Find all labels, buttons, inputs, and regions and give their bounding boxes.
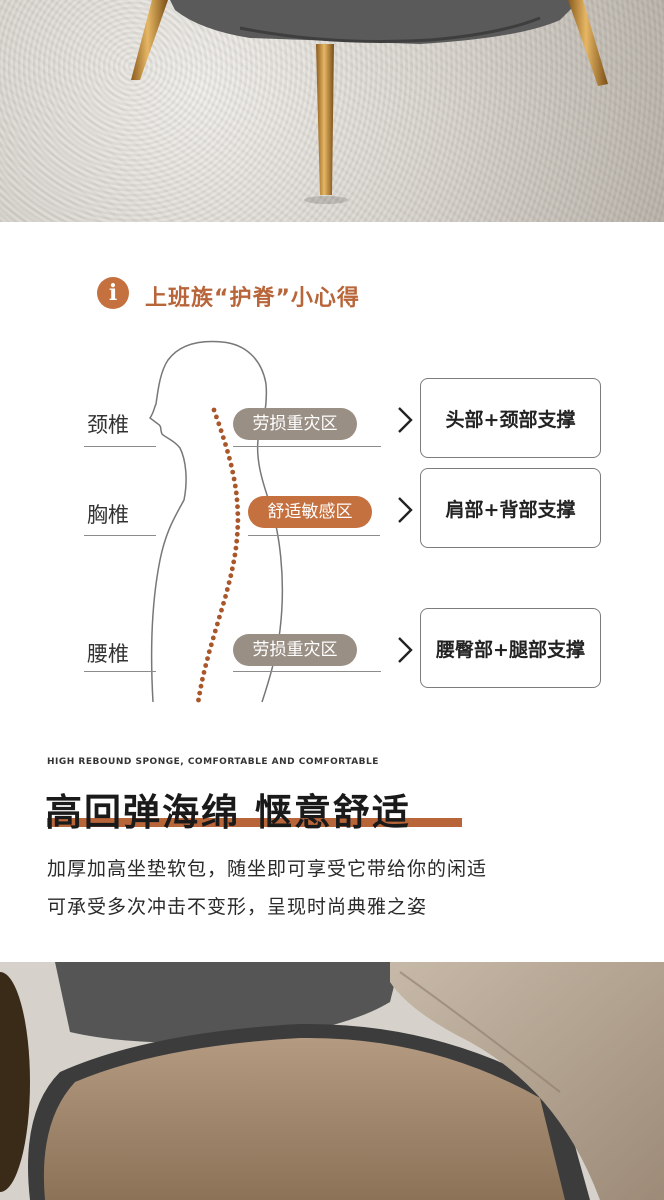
spine-dot (208, 642, 214, 648)
spine-dot (196, 697, 201, 703)
spine-label-lumbar: 腰椎 (87, 642, 129, 666)
chevron-right-icon (398, 637, 413, 663)
spine-dot (220, 435, 226, 440)
spine-dot (215, 621, 220, 627)
spine-dots (196, 407, 241, 703)
spine-label-thoracic: 胸椎 (87, 503, 129, 527)
support-box-shoulder-back: 肩部+背部支撑 (420, 468, 601, 548)
spine-dot (235, 525, 241, 530)
spine-dot (232, 552, 238, 558)
label-underline (84, 446, 156, 447)
spine-dot (203, 663, 209, 668)
chair-seat-illustration (0, 962, 664, 1200)
section-body-line-1: 加厚加高坐垫软包，随坐即可享受它带给你的闲适 (47, 858, 488, 880)
spine-dot (218, 428, 224, 434)
label-underline (84, 535, 156, 536)
spine-dot (223, 594, 228, 599)
bottom-product-photo (0, 962, 664, 1200)
chevron-right-icon (398, 407, 413, 433)
spine-dot (217, 614, 222, 620)
spine-dot (229, 566, 235, 572)
spine-dot (211, 407, 217, 413)
spine-dot (233, 490, 239, 496)
tag-thoracic: 舒适敏感区 (248, 496, 372, 528)
spine-dot (234, 531, 240, 537)
spine-dot (201, 670, 207, 675)
spine-dot (234, 538, 240, 544)
spine-dot (216, 421, 222, 427)
tag-underline (233, 671, 381, 672)
top-product-photo (0, 0, 664, 222)
support-label: 腰臀部+腿部支撑 (436, 638, 585, 661)
spine-dot (231, 559, 237, 565)
spine-dot (197, 690, 203, 696)
spine-dot (234, 497, 240, 503)
tag-underline (248, 535, 380, 536)
spine-dot (232, 483, 238, 489)
spine-dot (224, 587, 230, 592)
spine-dot (228, 462, 234, 468)
support-box-head-neck: 头部+颈部支撑 (420, 378, 601, 458)
chevron-right-icon (398, 497, 413, 523)
chair-legs-illustration (131, 0, 608, 204)
spine-dot (223, 442, 228, 447)
spine-dot (212, 628, 218, 634)
spine-dot (228, 573, 234, 579)
spine-dot (225, 449, 230, 454)
support-label: 头部+颈部支撑 (445, 408, 576, 431)
spine-label-cervical: 颈椎 (87, 413, 129, 437)
spine-dot (231, 476, 237, 482)
spine-dot (210, 635, 216, 641)
section-eyebrow: HIGH REBOUND SPONGE, COMFORTABLE AND COM… (47, 757, 379, 767)
tag-underline (233, 446, 381, 447)
spine-dot (198, 683, 204, 689)
spine-dot (221, 600, 226, 606)
section-body-line-2: 可承受多次冲击不变形，呈现时尚典雅之姿 (47, 896, 428, 918)
spine-dot (230, 469, 236, 475)
info-title: 上班族“护脊”小心得 (145, 286, 360, 311)
spine-dot (214, 414, 219, 420)
spine-dot (235, 504, 240, 510)
spine-dot (233, 545, 239, 551)
tag-lumbar: 劳损重灾区 (233, 634, 357, 666)
spine-dot (200, 676, 205, 682)
info-icon: i (97, 277, 129, 309)
section-headline: 高回弹海绵 惬意舒适 (45, 791, 411, 834)
headline-underline (47, 818, 462, 827)
support-box-hip-leg: 腰臀部+腿部支撑 (420, 608, 601, 688)
spine-dot (235, 518, 241, 523)
spine-dot (206, 649, 212, 655)
spine-dot (219, 607, 224, 613)
label-underline (84, 671, 156, 672)
spine-dot (226, 580, 232, 585)
spine-dot (235, 511, 241, 516)
support-label: 肩部+背部支撑 (445, 498, 576, 521)
spine-dot (227, 455, 232, 461)
tag-cervical: 劳损重灾区 (233, 408, 357, 440)
spine-dot (205, 656, 210, 661)
